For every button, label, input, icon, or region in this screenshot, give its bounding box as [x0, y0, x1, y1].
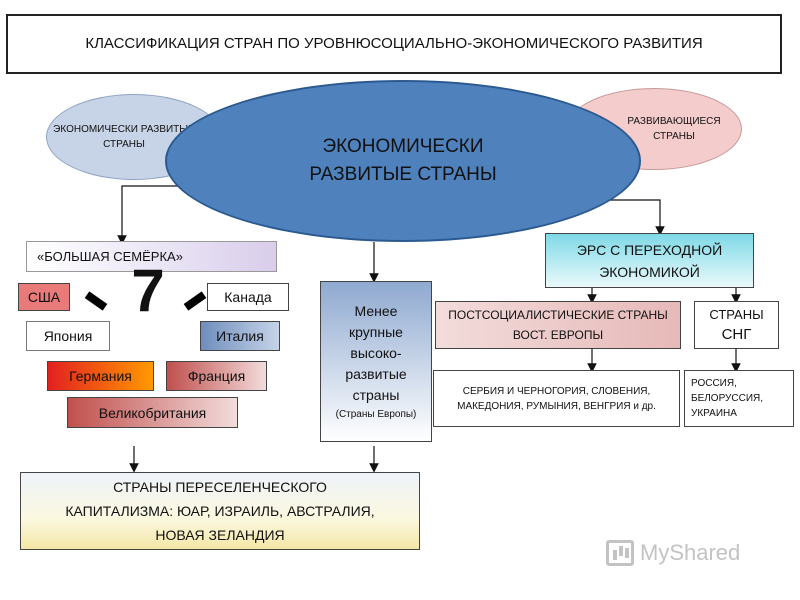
country-uk: Великобритания — [67, 397, 238, 428]
minor-developed-label: Менее крупные высоко-развитые страны — [345, 303, 407, 403]
big-seven-box: «БОЛЬШАЯ СЕМЁРКА» — [26, 241, 277, 272]
country-italy: Италия — [200, 321, 280, 351]
watermark: MyShared — [606, 536, 776, 570]
cis-box: СТРАНЫ СНГ — [694, 301, 779, 349]
postsocialist-box: ПОСТСОЦИАЛИСТИЧЕСКИЕ СТРАНЫ ВОСТ. ЕВРОПЫ — [435, 301, 681, 349]
country-germany: Германия — [47, 361, 154, 391]
diagram-title: КЛАССИФИКАЦИЯ СТРАН ПО УРОВНЮСОЦИАЛЬНО-Э… — [6, 14, 782, 74]
country-japan: Япония — [26, 321, 110, 351]
ellipse-developed-main: ЭКОНОМИЧЕСКИ РАЗВИТЫЕ СТРАНЫ — [165, 80, 641, 242]
eastern-europe-list: СЕРБИЯ И ЧЕРНОГОРИЯ, СЛОВЕНИЯ, МАКЕДОНИЯ… — [433, 370, 680, 427]
country-usa: США — [18, 283, 70, 311]
settler-capitalism-box: СТРАНЫ ПЕРЕСЕЛЕНЧЕСКОГО КАПИТАЛИЗМА: ЮАР… — [20, 472, 420, 550]
country-canada: Канада — [207, 283, 289, 311]
cis-list: РОССИЯ, БЕЛОРУССИЯ, УКРАИНА — [684, 370, 794, 427]
myshared-logo-icon — [606, 540, 634, 566]
cis-line1: СТРАНЫ — [709, 307, 764, 322]
cis-line2: СНГ — [721, 326, 752, 343]
watermark-text: MyShared — [640, 540, 741, 565]
ellipse-main-label: ЭКОНОМИЧЕСКИ РАЗВИТЫЕ СТРАНЫ — [309, 136, 497, 185]
minor-developed-box: Менее крупные высоко-развитые страны (Ст… — [320, 281, 432, 442]
country-france: Франция — [166, 361, 267, 391]
arrow-to-ers — [592, 199, 665, 236]
big-seven-number: 7 — [131, 257, 165, 324]
minor-developed-sub: (Страны Европы) — [335, 409, 417, 420]
transition-economy-box: ЭРС С ПЕРЕХОДНОЙ ЭКОНОМИКОЙ — [545, 233, 754, 288]
